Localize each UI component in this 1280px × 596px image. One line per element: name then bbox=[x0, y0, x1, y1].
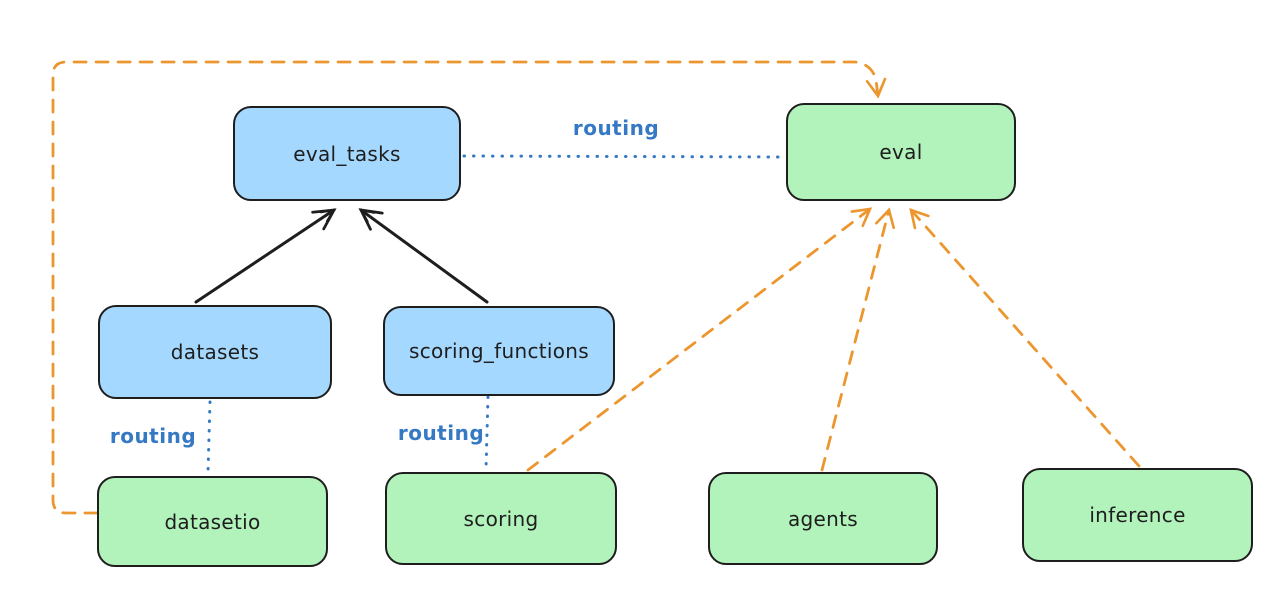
node-scoring-functions-label: scoring_functions bbox=[408, 339, 590, 363]
node-eval-label: eval bbox=[879, 140, 923, 164]
node-scoring-functions: scoring_functions bbox=[383, 306, 615, 396]
node-eval: eval bbox=[786, 103, 1016, 201]
node-scoring: scoring bbox=[385, 472, 617, 565]
node-eval-tasks: eval_tasks bbox=[233, 106, 461, 201]
node-inference-label: inference bbox=[1089, 503, 1186, 527]
node-eval-tasks-label: eval_tasks bbox=[293, 141, 401, 166]
edge-routing-datasets-to-datasetio bbox=[206, 400, 212, 474]
node-agents: agents bbox=[708, 472, 938, 565]
edge-datasets-to-eval-tasks bbox=[194, 208, 337, 304]
edge-label-routing-scoring-functions-scoring: routing bbox=[397, 421, 485, 445]
node-scoring-label: scoring bbox=[463, 506, 539, 531]
edge-routing-scoring-functions-to-scoring bbox=[484, 395, 490, 471]
node-datasets: datasets bbox=[98, 305, 332, 399]
edge-label-routing-eval-tasks-eval: routing bbox=[572, 116, 660, 140]
edge-inference-to-eval bbox=[909, 208, 1141, 468]
node-inference: inference bbox=[1022, 468, 1253, 562]
edge-agents-to-eval bbox=[820, 207, 896, 472]
edge-routing-eval-tasks-to-eval bbox=[462, 154, 787, 159]
node-datasetio: datasetio bbox=[97, 476, 328, 567]
node-datasets-label: datasets bbox=[170, 340, 260, 364]
edge-scoring-functions-to-eval-tasks bbox=[358, 208, 489, 304]
node-datasetio-label: datasetio bbox=[164, 509, 261, 534]
node-agents-label: agents bbox=[788, 506, 858, 531]
edge-label-routing-datasets-datasetio: routing bbox=[109, 424, 197, 448]
